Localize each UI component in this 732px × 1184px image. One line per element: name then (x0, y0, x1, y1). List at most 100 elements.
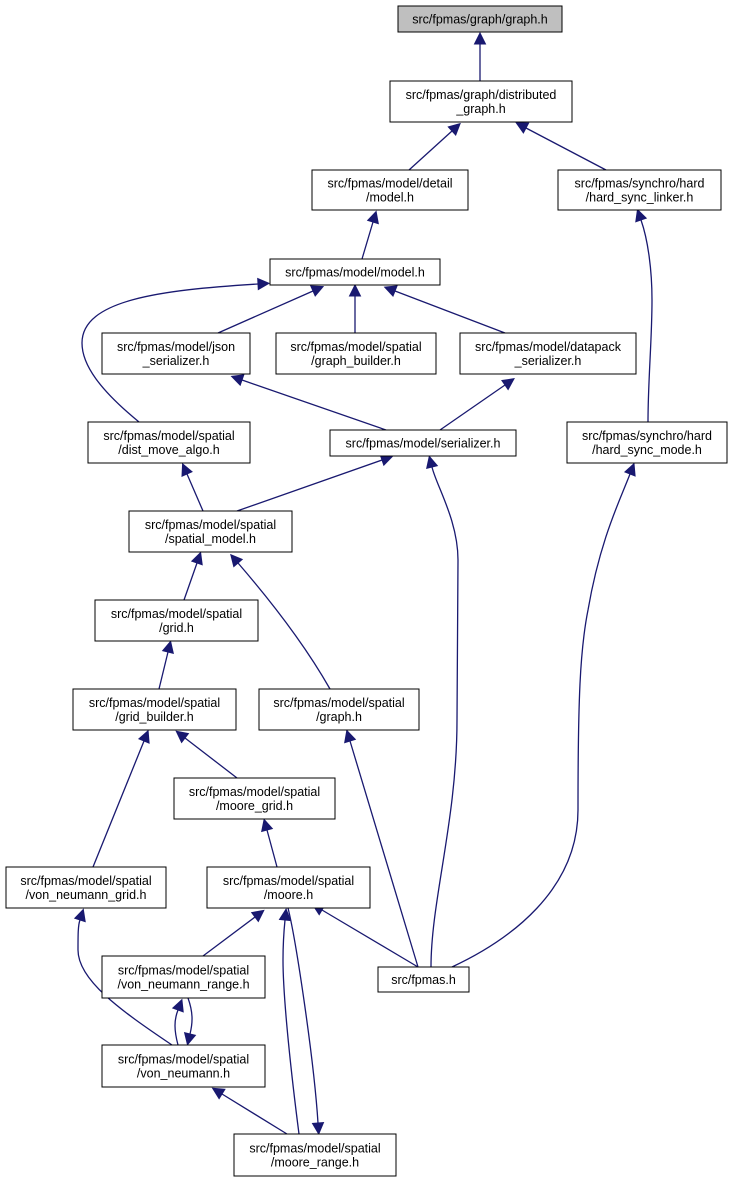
node-moore-grid[interactable]: src/fpmas/model/spatial/moore_grid.h (173, 777, 336, 820)
node-spatial-model[interactable]: src/fpmas/model/spatial/spatial_model.h (128, 510, 293, 553)
node-distributed-graph[interactable]: src/fpmas/graph/distributed_graph.h (389, 80, 573, 123)
node-grid-builder[interactable]: src/fpmas/model/spatial/grid_builder.h (72, 688, 237, 731)
node-hard-sync-mode[interactable]: src/fpmas/synchro/hard/hard_sync_mode.h (566, 421, 728, 464)
edge-serializer-to-datapack-serializer (439, 378, 515, 431)
node-moore[interactable]: src/fpmas/model/spatial/moore.h (206, 866, 371, 909)
node-von-neumann[interactable]: src/fpmas/model/spatial/von_neumann.h (101, 1044, 266, 1088)
node-label-line: src/fpmas/model/detail (327, 177, 452, 191)
edge-line (184, 737, 238, 779)
arrowhead-icon (278, 907, 292, 922)
node-label-line: /hard_sync_mode.h (592, 443, 702, 457)
node-fpmas[interactable]: src/fpmas.h (377, 966, 470, 993)
node-box (128, 510, 293, 553)
edge-line (451, 473, 631, 968)
edge-line (430, 466, 459, 968)
node-spatial-graph[interactable]: src/fpmas/model/spatial/graph.h (258, 688, 420, 731)
node-label-line: src/fpmas/model/spatial (145, 518, 276, 532)
node-model-model[interactable]: src/fpmas/model/model.h (269, 258, 441, 286)
edge-grid-builder-to-spatial-grid (158, 640, 174, 690)
node-label-line: /hard_sync_linker.h (586, 191, 694, 205)
node-box (233, 1133, 397, 1177)
node-box (557, 169, 722, 211)
node-box (389, 80, 573, 123)
arrowhead-icon (211, 1087, 226, 1100)
edge-hard-sync-linker-to-distributed-graph (515, 122, 607, 171)
arrowhead-icon (230, 553, 244, 568)
node-label-line: src/fpmas/model/spatial (20, 874, 151, 888)
arrowhead-icon (515, 122, 530, 134)
node-box (206, 866, 371, 909)
edge-moore-range-to-von-neumann (211, 1087, 288, 1135)
node-box (101, 332, 251, 375)
edge-fpmas-to-spatial-graph (344, 729, 419, 968)
node-spatial-grid[interactable]: src/fpmas/model/spatial/grid.h (94, 599, 259, 642)
edge-serializer-to-json-serializer (230, 374, 387, 431)
edge-von-neumann-to-von-neumann-grid (73, 908, 173, 1046)
node-label-line: src/fpmas/graph/distributed (406, 88, 557, 102)
edge-datapack-serializer-to-model-model (383, 285, 506, 334)
node-label-line: src/fpmas/model/datapack (475, 340, 622, 354)
edge-von-neumann-range-to-moore (202, 909, 265, 957)
node-box (329, 429, 517, 457)
arrowhead-icon (183, 1032, 197, 1046)
node-label-line: /von_neumann_grid.h (26, 888, 147, 902)
edge-line (237, 562, 331, 690)
node-box (101, 955, 266, 999)
edge-line (187, 997, 193, 1035)
edge-model-detail-model-to-distributed-graph (408, 122, 461, 171)
node-label-line: /grid_builder.h (115, 710, 194, 724)
arrowhead-icon (161, 640, 174, 654)
edge-von-neumann-range-to-von-neumann (183, 997, 197, 1046)
edge-line (183, 562, 198, 601)
node-label-line: /moore_range.h (271, 1156, 359, 1170)
edge-line (217, 290, 314, 334)
node-von-neumann-grid[interactable]: src/fpmas/model/spatial/von_neumann_grid… (5, 866, 167, 909)
node-box (94, 599, 259, 642)
node-dist-move-algo[interactable]: src/fpmas/model/spatial/dist_move_algo.h (87, 421, 251, 464)
node-label-line: src/fpmas/model/spatial (273, 696, 404, 710)
node-label-line: /moore_grid.h (216, 799, 293, 813)
node-label-line: /moore.h (264, 888, 313, 902)
node-label-line: _graph.h (455, 102, 505, 116)
edge-line (81, 283, 259, 423)
arrowhead-icon (171, 998, 184, 1013)
edge-moore-to-moore-range (287, 907, 325, 1136)
edge-moore-grid-to-grid-builder (175, 730, 238, 779)
edge-line (241, 379, 387, 431)
node-box (397, 5, 563, 33)
node-box (275, 332, 437, 375)
arrowhead-icon (366, 210, 379, 225)
node-label-line: /grid.h (159, 621, 194, 635)
node-moore-range[interactable]: src/fpmas/model/spatial/moore_range.h (233, 1133, 397, 1177)
edge-line (202, 916, 256, 957)
arrowhead-icon (175, 730, 190, 744)
node-datapack-serializer[interactable]: src/fpmas/model/datapack_serializer.h (459, 332, 637, 375)
edges-layer (73, 31, 653, 1136)
edge-line (394, 290, 506, 334)
node-spatial-graph-builder[interactable]: src/fpmas/model/spatial/graph_builder.h (275, 332, 437, 375)
edge-line (287, 907, 319, 1124)
edge-spatial-graph-to-spatial-model (230, 553, 331, 690)
edge-distributed-graph-to-graph (473, 31, 487, 81)
node-von-neumann-range[interactable]: src/fpmas/model/spatial/von_neumann_rang… (101, 955, 266, 999)
edge-fpmas-to-serializer (426, 455, 459, 968)
node-json-serializer[interactable]: src/fpmas/model/json_serializer.h (101, 332, 251, 375)
node-model-detail-model[interactable]: src/fpmas/model/detail/model.h (311, 169, 469, 211)
edge-line (186, 473, 204, 512)
node-label-line: /graph_builder.h (311, 354, 401, 368)
arrowhead-icon (426, 455, 439, 469)
node-label-line: _serializer.h (142, 354, 210, 368)
arrowhead-icon (635, 208, 648, 223)
edge-line (361, 221, 374, 260)
node-graph[interactable]: src/fpmas/graph/graph.h (397, 5, 563, 33)
edge-spatial-model-to-serializer (236, 454, 394, 512)
node-serializer[interactable]: src/fpmas/model/serializer.h (329, 429, 517, 457)
edge-spatial-grid-to-spatial-model (183, 551, 203, 601)
edge-von-neumann-grid-to-grid-builder (92, 729, 150, 868)
arrowhead-icon (257, 277, 271, 291)
edge-line (439, 384, 506, 431)
edge-json-serializer-to-model-model (217, 285, 325, 334)
node-hard-sync-linker[interactable]: src/fpmas/synchro/hard/hard_sync_linker.… (557, 169, 722, 211)
node-label-line: /model.h (366, 191, 414, 205)
node-label-line: src/fpmas/synchro/hard (575, 177, 705, 191)
